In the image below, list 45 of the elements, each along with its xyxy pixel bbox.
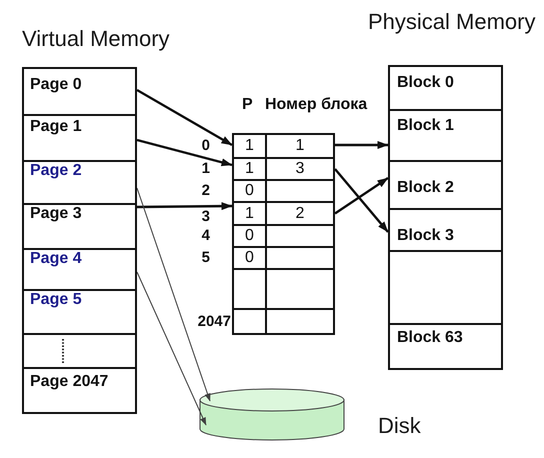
block-label: Block 3 [397,227,454,245]
column-title: Virtual Memory [22,27,170,52]
page-label: Page 0 [30,76,82,94]
present-bit: 0 [245,227,254,245]
present-bit: 0 [245,182,254,200]
row-index: 5 [202,250,210,266]
block-label: Block 0 [397,74,454,92]
present-bit: 0 [245,249,254,267]
page-row [24,162,135,205]
page-row [24,205,135,250]
block-number: 2 [296,204,304,222]
row-index: 2047 [198,313,231,330]
arrow [335,141,388,149]
arrow [334,177,389,214]
arrow [136,272,206,426]
present-bit: 1 [245,160,254,178]
arrow [136,88,233,146]
present-bit: 1 [245,137,254,155]
column-title: Physical Memory [368,10,536,34]
arrow [334,168,389,233]
column-header: Номер блока [265,96,368,114]
row-index: 4 [202,228,210,244]
page-label: Page 1 [30,118,82,136]
row-index: 0 [202,138,210,154]
page-row [24,250,135,291]
arrow [136,138,232,166]
row-index: 3 [202,208,210,225]
page-label: Page 5 [30,291,82,309]
disk-label: Disk [378,414,421,438]
page-label: Page 4 [30,250,82,268]
arrow [136,202,232,210]
arrow [136,188,210,402]
block-number: 3 [296,160,304,178]
block-number: 1 [296,137,304,155]
page-label: Page 2047 [30,373,108,391]
block-label: Block 2 [397,179,454,197]
row-index: 1 [202,160,210,178]
block-label: Block 1 [397,117,454,135]
block-label: Block 63 [397,329,463,347]
page-label: Page 2 [30,162,82,180]
column-header: P [242,96,253,114]
page-label: Page 3 [30,205,82,223]
page-row [24,291,135,335]
present-bit: 1 [245,204,254,222]
row-index: 2 [202,182,210,200]
